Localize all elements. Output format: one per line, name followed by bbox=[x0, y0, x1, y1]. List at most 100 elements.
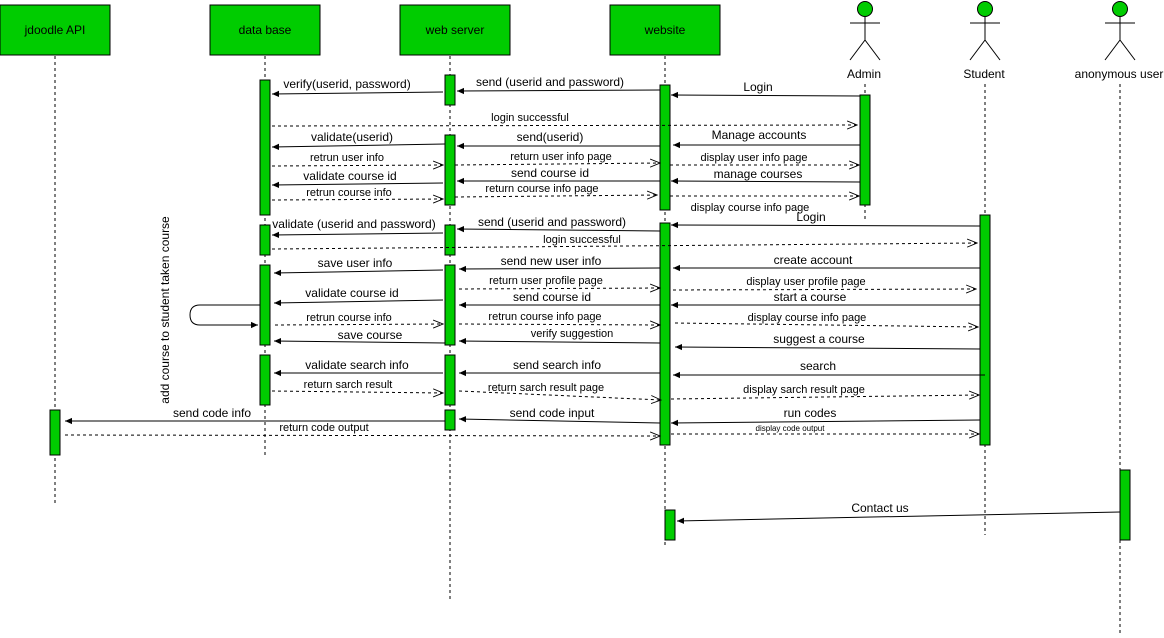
message-start-course: start a course bbox=[671, 290, 980, 309]
message-label: start a course bbox=[774, 290, 847, 304]
message-label: return sarch result bbox=[304, 379, 393, 391]
message-arrow bbox=[458, 390, 661, 400]
message-search: search bbox=[673, 359, 985, 379]
message-label: validate(userid) bbox=[311, 130, 393, 144]
message-login-successful-1: login successful bbox=[271, 112, 857, 126]
message-label: verify(userid, password) bbox=[283, 77, 410, 91]
activation-bar bbox=[444, 354, 456, 406]
message-arrow bbox=[454, 163, 660, 165]
activation-bar bbox=[664, 509, 676, 541]
message-label: send course id bbox=[513, 290, 591, 304]
message-arrow bbox=[271, 199, 443, 200]
message-send-userid: send(userid) bbox=[457, 130, 660, 150]
message-arrow bbox=[458, 265, 661, 273]
message-label: Login bbox=[743, 80, 772, 94]
activation-bar bbox=[444, 409, 456, 431]
message-return-user-info-page: return user info page bbox=[454, 151, 660, 165]
message-return-search-result: return sarch result bbox=[271, 379, 443, 393]
message-label: validate search info bbox=[305, 358, 409, 372]
activations bbox=[49, 74, 1131, 541]
message-arrow bbox=[458, 324, 660, 325]
message-arrow bbox=[271, 165, 443, 166]
activation-bar bbox=[259, 354, 271, 406]
message-validate-userid: validate(userid) bbox=[271, 130, 446, 151]
message-label: retrun user info bbox=[310, 152, 384, 164]
actor-anonymous: anonymous user bbox=[1075, 1, 1163, 81]
message-display-course-info-page-2: display course info page bbox=[674, 312, 978, 327]
message-label: send course id bbox=[511, 166, 589, 180]
message-label: Manage accounts bbox=[712, 128, 807, 142]
message-label: send search info bbox=[513, 358, 601, 372]
stick-figure-icon bbox=[849, 1, 881, 61]
message-arrow bbox=[458, 288, 660, 289]
message-manage-accounts: Manage accounts bbox=[673, 128, 860, 149]
messages: Login send (userid and password) verify(us… bbox=[64, 75, 1121, 525]
message-return-search-result-page: return sarch result page bbox=[458, 382, 661, 400]
message-send-userid-pw-2: send (userid and password) bbox=[456, 215, 661, 233]
message-label: return course info page bbox=[485, 183, 598, 195]
message-return-course-info-1: retrun course info bbox=[271, 187, 443, 200]
message-create-account: create account bbox=[673, 253, 980, 272]
message-return-user-profile-page: return user profile page bbox=[458, 275, 660, 289]
participant-website: website bbox=[609, 4, 721, 56]
message-arrow bbox=[271, 243, 977, 250]
self-message: add course to student taken course bbox=[158, 216, 260, 404]
activation-bar bbox=[659, 84, 671, 211]
message-display-user-info-page: display user info page bbox=[670, 152, 859, 165]
message-display-search-result-page: display sarch result page bbox=[670, 384, 979, 399]
message-label: display code output bbox=[756, 424, 826, 433]
participant-jdoodle: jdoodle API bbox=[0, 4, 111, 56]
message-arrow bbox=[273, 299, 444, 307]
message-label: return code output bbox=[279, 422, 368, 434]
message-arrow bbox=[64, 435, 660, 436]
message-label: retrun course info page bbox=[488, 311, 601, 323]
participant-webserver: web server bbox=[399, 4, 511, 56]
message-send-userid-pw-1: send (userid and password) bbox=[456, 75, 661, 95]
message-arrow bbox=[670, 221, 981, 229]
activation-bar bbox=[259, 79, 271, 216]
participant-database: data base bbox=[209, 4, 321, 56]
message-validate-course-id-2: validate course id bbox=[273, 286, 444, 307]
message-return-course-info-page-2: retrun course info page bbox=[458, 311, 660, 325]
message-arrow bbox=[674, 323, 978, 327]
message-label: save course bbox=[338, 328, 403, 342]
message-verify-suggestion: verify suggestion bbox=[458, 328, 661, 345]
message-label: manage courses bbox=[714, 167, 803, 181]
message-label: display sarch result page bbox=[743, 384, 865, 396]
message-label: validate course id bbox=[305, 286, 398, 300]
message-label: login successful bbox=[491, 112, 569, 124]
message-label: retrun course info bbox=[306, 312, 392, 324]
actor-label: Admin bbox=[847, 67, 881, 81]
activation-bar bbox=[979, 214, 991, 446]
message-manage-courses: manage courses bbox=[670, 167, 861, 185]
message-arrow bbox=[271, 125, 857, 126]
message-save-user-info: save user info bbox=[273, 256, 444, 277]
message-arrow bbox=[458, 415, 661, 424]
message-run-codes: run codes bbox=[670, 406, 981, 427]
message-label: verify suggestion bbox=[531, 328, 614, 340]
message-return-course-info-2: retrun course info bbox=[274, 312, 443, 325]
participant-label: website bbox=[644, 23, 686, 37]
message-login-student: Login bbox=[670, 210, 981, 229]
activation-bar bbox=[1119, 469, 1131, 541]
message-label: Contact us bbox=[851, 501, 908, 515]
message-arrow bbox=[271, 143, 446, 151]
message-arrow bbox=[271, 181, 444, 189]
activation-bar bbox=[259, 224, 271, 256]
participant-label: jdoodle API bbox=[24, 23, 86, 37]
message-send-course-id-1: send course id bbox=[457, 166, 660, 185]
message-validate-userid-pw: validate (userid and password) bbox=[271, 217, 444, 239]
message-arrow bbox=[456, 225, 661, 233]
self-message-label: add course to student taken course bbox=[158, 216, 172, 404]
message-login-admin: Login bbox=[670, 80, 861, 99]
message-save-course: save course bbox=[273, 328, 446, 345]
message-contact-us: Contact us bbox=[676, 501, 1121, 525]
message-arrow bbox=[676, 511, 1121, 525]
activation-bar bbox=[444, 74, 456, 106]
message-label: Login bbox=[796, 210, 825, 224]
message-display-course-info-page-1: display course info page bbox=[670, 196, 859, 214]
message-return-course-info-page-1: return course info page bbox=[454, 183, 657, 197]
message-label: suggest a course bbox=[773, 332, 865, 346]
message-label: create account bbox=[774, 253, 853, 267]
